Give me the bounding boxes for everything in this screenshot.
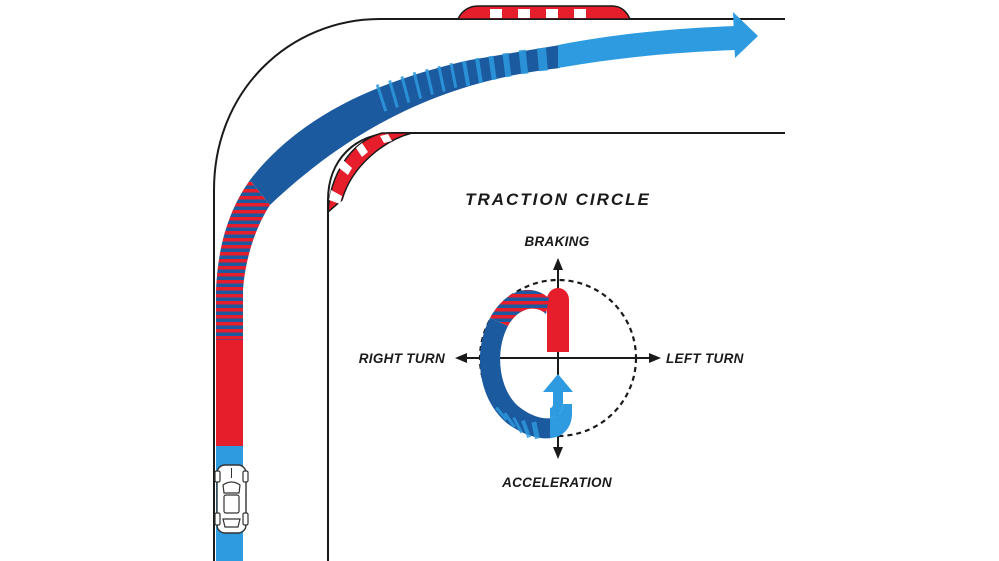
arrow-head-icon <box>733 12 758 58</box>
force-acceleration <box>543 374 573 418</box>
arrow-up-icon <box>553 258 563 270</box>
label-acceleration: ACCELERATION <box>501 475 612 490</box>
label-right-turn: RIGHT TURN <box>359 351 445 366</box>
line-cornering <box>250 45 560 205</box>
line-braking-zone <box>216 340 243 446</box>
race-car-icon <box>214 464 249 534</box>
arrow-left-icon <box>455 353 467 363</box>
label-braking: BRAKING <box>524 234 589 249</box>
arrow-right-icon <box>649 353 661 363</box>
line-exit-acceleration <box>558 26 735 68</box>
force-acceleration-tail <box>550 404 572 438</box>
line-trail-braking <box>216 180 270 340</box>
arrow-down-icon <box>553 447 563 459</box>
label-left-turn: LEFT TURN <box>666 351 744 366</box>
race-track <box>213 5 785 561</box>
outer-curb <box>456 5 632 20</box>
diagram-title: TRACTION CIRCLE <box>465 190 651 209</box>
traction-circle <box>455 258 661 459</box>
force-trail-braking <box>490 289 549 326</box>
racing-line <box>216 12 758 561</box>
apex-curb <box>327 132 413 214</box>
track-outer-edge <box>213 18 785 561</box>
force-braking <box>547 288 569 352</box>
